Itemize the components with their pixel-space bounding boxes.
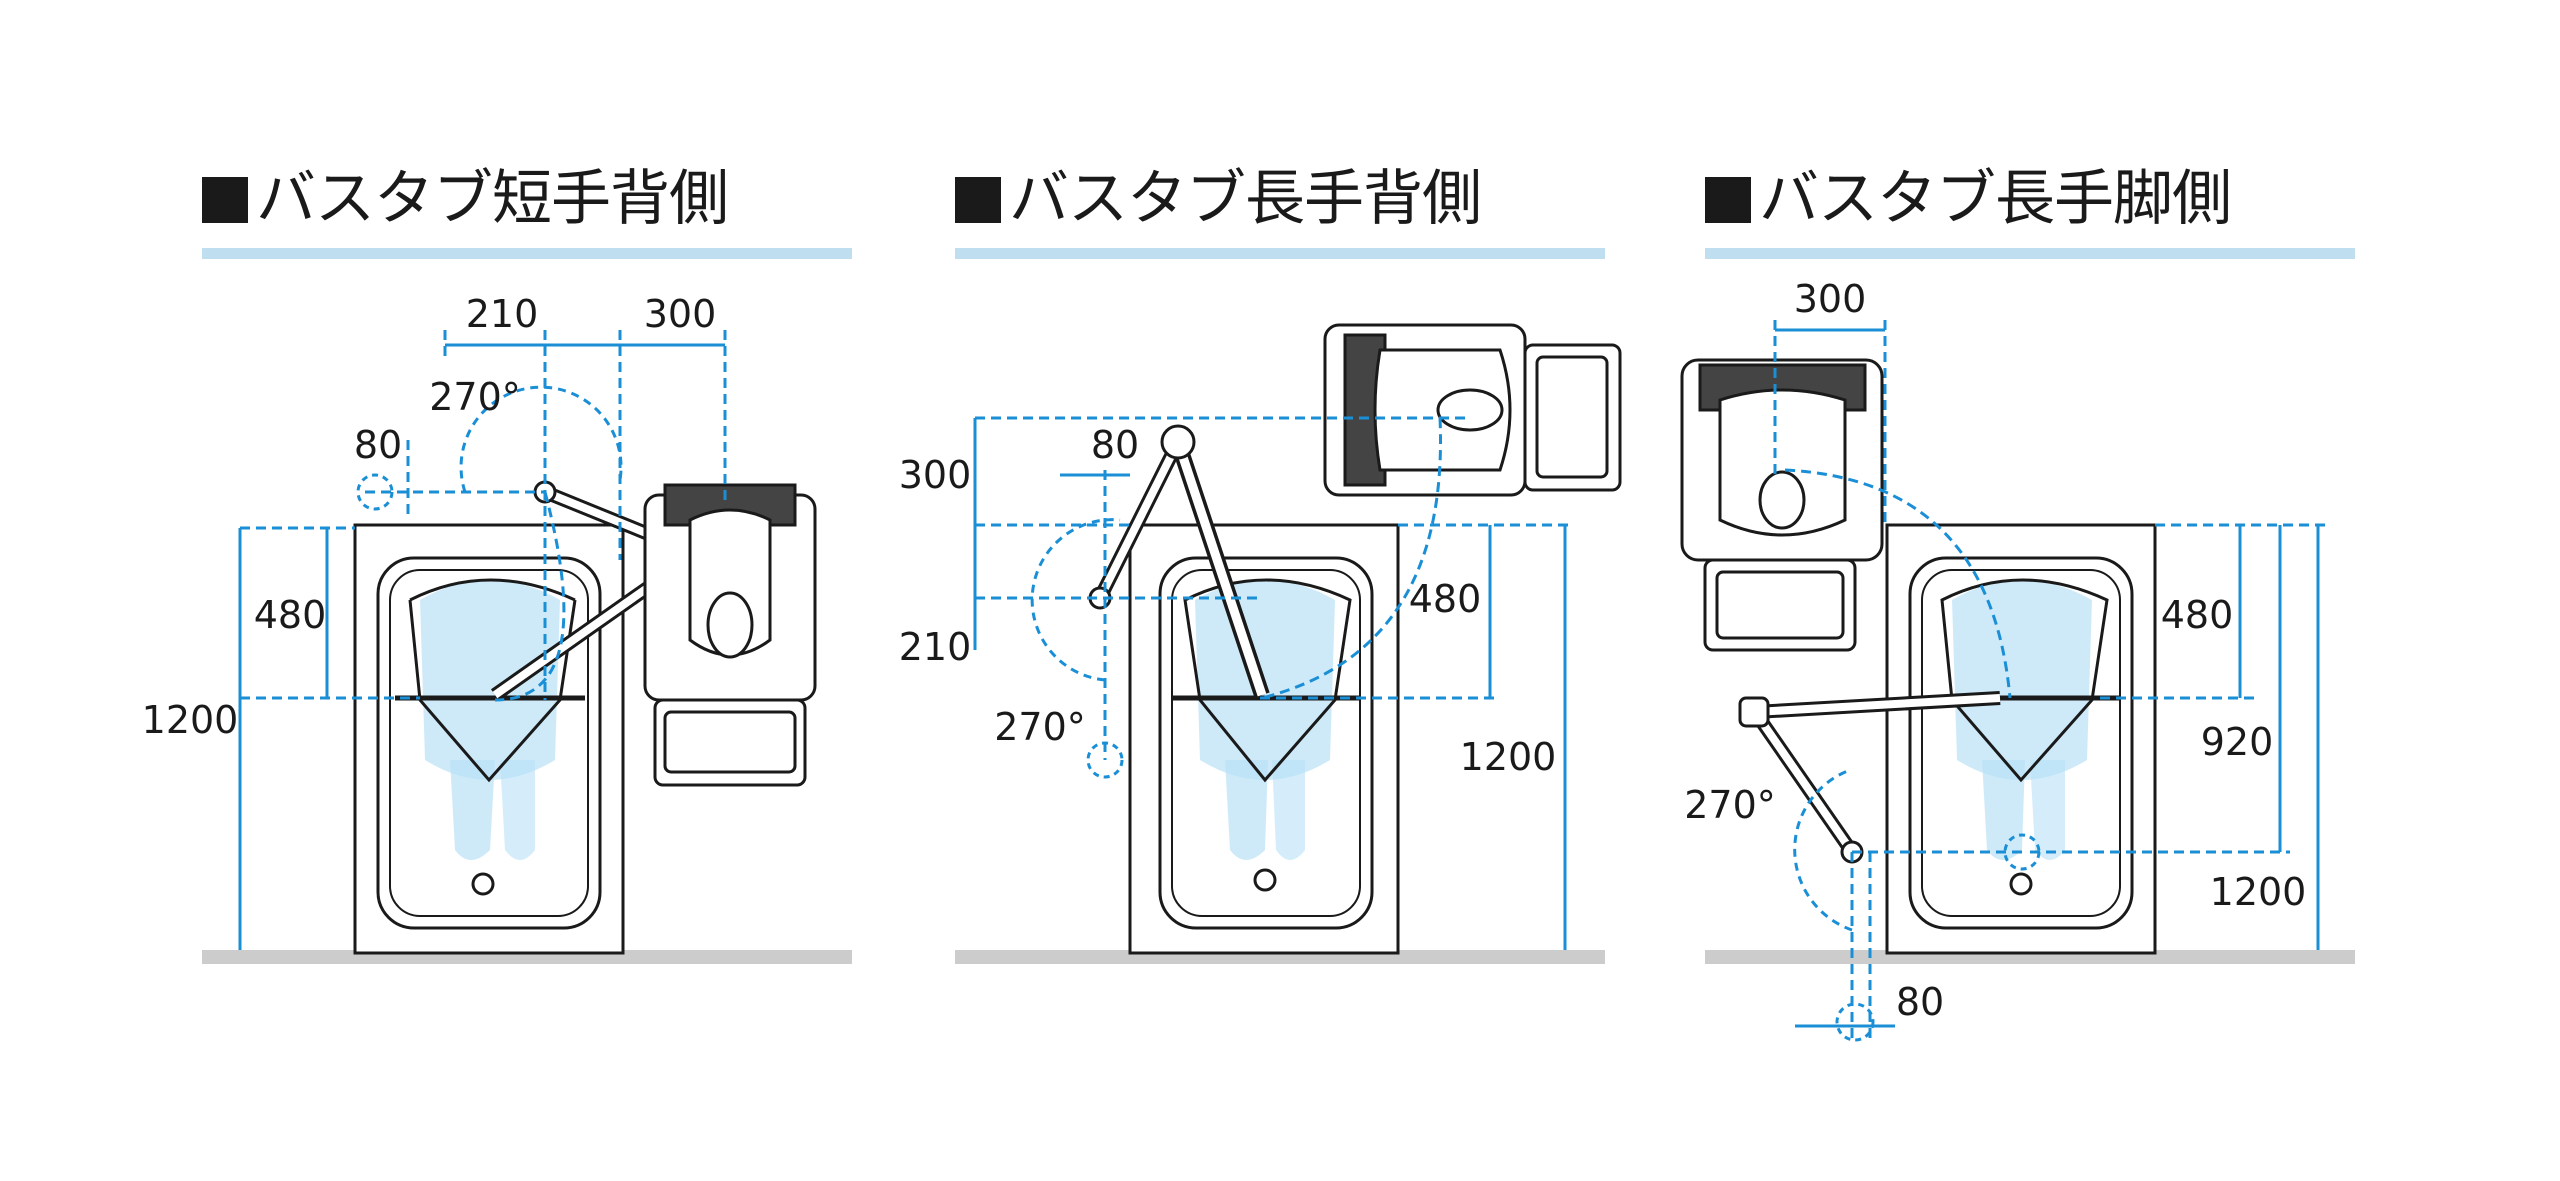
square-bullet-icon: [1705, 177, 1751, 223]
panel-title: バスタブ長手背側: [955, 150, 1482, 237]
dim-angle: 270°: [429, 375, 521, 419]
dim-80: 80: [1896, 980, 1944, 1024]
floor-line: [955, 950, 1605, 964]
dim-300: 300: [644, 292, 717, 336]
dim-angle: 270°: [1684, 783, 1776, 827]
floor-line: [1705, 950, 2355, 964]
panel-title-text: バスタブ長手脚側: [1759, 164, 2232, 234]
dim-480: 480: [2161, 593, 2234, 637]
lift-chair: [1680, 358, 1884, 652]
lift-arm: [1088, 424, 1270, 698]
panel-title-text: バスタブ長手背側: [1009, 164, 1482, 234]
dim-920: 920: [2201, 720, 2274, 764]
panel-short-side-back: バスタブ短手背側: [202, 0, 862, 1181]
dim-80: 80: [1091, 423, 1139, 467]
square-bullet-icon: [955, 177, 1001, 223]
title-underline: [202, 248, 852, 259]
title-underline: [1705, 248, 2355, 259]
panel-title-text: バスタブ短手背側: [256, 164, 729, 234]
dim-1200: 1200: [142, 698, 239, 742]
dim-1200: 1200: [2210, 870, 2307, 914]
panel2-drawing: 300 80 480 210 270° 1200: [899, 323, 1622, 964]
dim-210: 210: [899, 625, 972, 669]
title-underline: [955, 248, 1605, 259]
dimension-lines: [1773, 320, 2325, 1042]
panel-title: バスタブ長手脚側: [1705, 150, 2232, 237]
panel3-drawing: 300 480 920 1200 270° 80: [1680, 277, 2355, 1042]
lift-chair: [1323, 323, 1622, 497]
bathtub: [1885, 523, 2157, 955]
dim-1200: 1200: [1460, 735, 1557, 779]
dim-210: 210: [466, 292, 539, 336]
dim-480: 480: [1409, 577, 1482, 621]
dimension-lines: [973, 416, 1570, 950]
lift-chair: [643, 483, 817, 787]
dim-480: 480: [254, 593, 327, 637]
dim-300: 300: [899, 453, 972, 497]
panel-long-side-foot: バスタブ長手脚側: [1705, 0, 2365, 1181]
square-bullet-icon: [202, 177, 248, 223]
dimension-lines: [238, 330, 727, 950]
panel1-drawing: 210 300 270° 80 480 1200: [142, 292, 852, 964]
dim-80: 80: [354, 423, 402, 467]
dim-angle: 270°: [994, 705, 1086, 749]
panel-long-side-back: バスタブ長手背側: [955, 0, 1615, 1181]
panel-title: バスタブ短手背側: [202, 150, 729, 237]
dim-300: 300: [1794, 277, 1867, 321]
bathtub: [353, 523, 625, 955]
